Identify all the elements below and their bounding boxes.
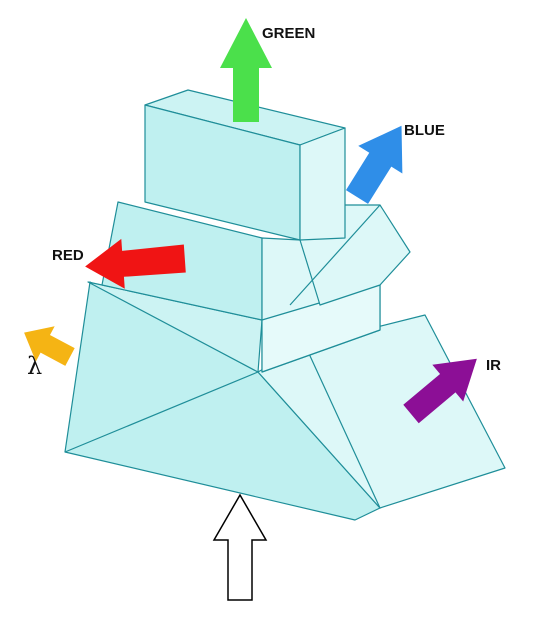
red-beam-label: RED [52,247,84,264]
ir-beam-arrow [403,358,477,424]
red-beam-arrow [85,238,186,289]
green-beam-arrow [220,18,272,122]
ir-beam-label: IR [486,357,501,374]
green-prism [144,89,346,241]
blue-prism-edge [289,204,381,306]
ir-prism [64,281,506,521]
blue-beam-label: BLUE [404,122,445,139]
input-beam-arrow [212,493,268,601]
lambda-beam-arrow [24,326,75,366]
blue-beam-arrow [345,125,403,204]
ir-prism-inner-edge [304,344,381,509]
green-beam-label: GREEN [262,25,315,42]
ir-prism-diagonal-edge [64,371,259,453]
green-prism-side-face [299,127,346,241]
lambda-label: λ [27,352,42,380]
